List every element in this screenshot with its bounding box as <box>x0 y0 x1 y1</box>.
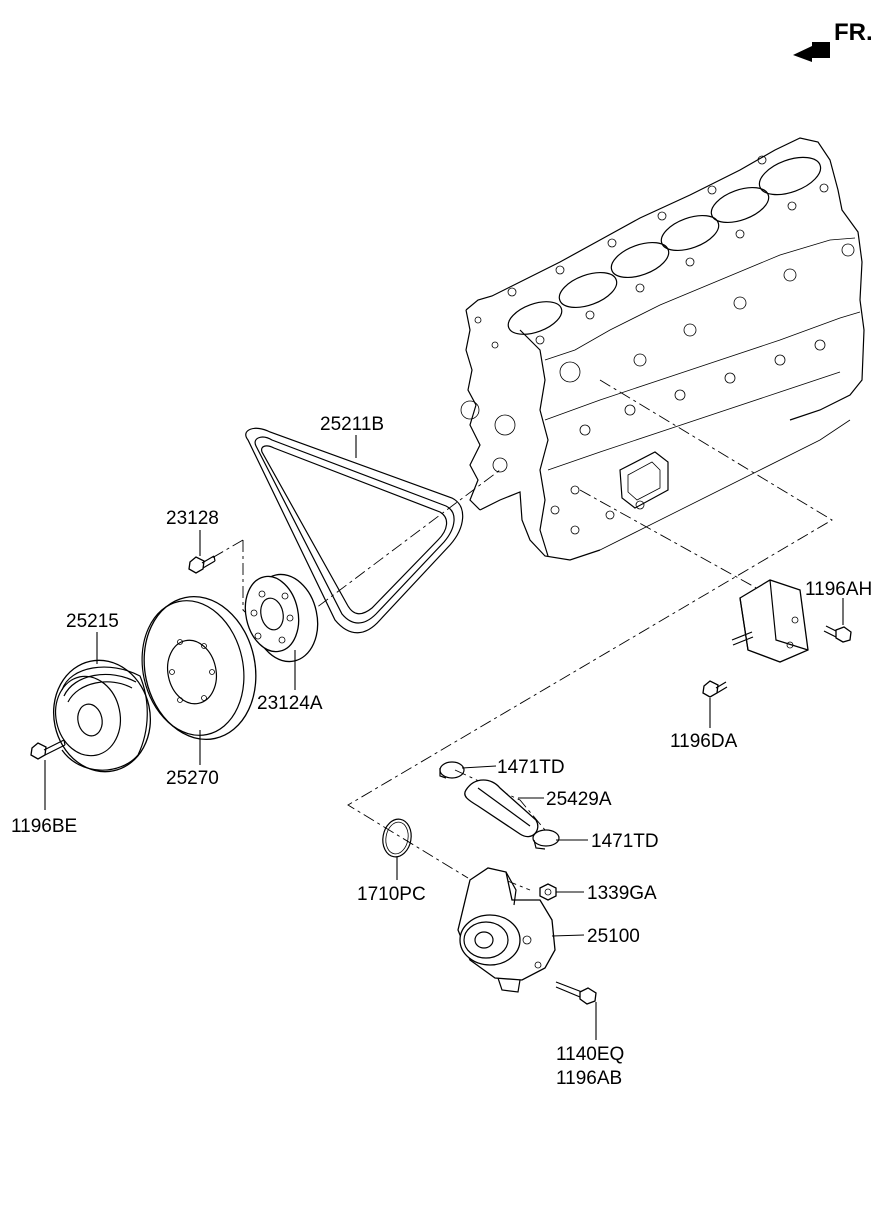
label-23124a: 23124A <box>257 693 323 714</box>
label-1196da: 1196DA <box>670 731 738 752</box>
damper-25270 <box>141 596 257 740</box>
label-23128: 23128 <box>166 508 219 529</box>
bolt-23128 <box>188 555 216 574</box>
bolt-1196be <box>30 739 66 760</box>
water-pump-25100 <box>457 867 556 993</box>
label-1196ab: 1196AB <box>556 1068 622 1089</box>
bolt-1196ah <box>823 625 852 643</box>
label-25100: 25100 <box>587 926 640 947</box>
label-25211b: 25211B <box>320 414 384 435</box>
label-25429a: 25429A <box>546 789 612 810</box>
label-1471td-lower: 1471TD <box>591 831 659 852</box>
front-direction-indicator: FR. <box>793 19 873 62</box>
drive-belt-25211b <box>245 427 464 634</box>
clamp-1471td-upper <box>439 761 465 779</box>
hose-25429a <box>464 779 539 838</box>
part-number-labels: 25211B 23128 25215 23124A 25270 1196BE 1… <box>11 414 872 1089</box>
label-25270: 25270 <box>166 768 219 789</box>
label-1710pc: 1710PC <box>357 884 426 905</box>
bolt-1140eq <box>555 981 597 1005</box>
front-label: FR. <box>834 19 873 46</box>
nut-1339ga <box>539 883 557 901</box>
pulley-25215 <box>52 659 152 773</box>
front-arrow-icon <box>793 42 830 62</box>
label-1196be: 1196BE <box>11 816 77 837</box>
o-ring-1710pc <box>382 818 412 858</box>
clamp-1471td-lower <box>532 829 560 850</box>
label-1471td-upper: 1471TD <box>497 757 565 778</box>
label-1140eq: 1140EQ <box>556 1044 624 1065</box>
crank-hub-23124a <box>244 573 319 663</box>
engine-block <box>460 137 865 561</box>
engine-mount-bracket <box>731 579 809 663</box>
label-1339ga: 1339GA <box>587 883 657 904</box>
label-1196ah: 1196AH <box>805 579 872 600</box>
label-25215: 25215 <box>66 611 119 632</box>
callout-lines <box>44 435 844 1040</box>
assembly-leader-lines <box>211 379 833 891</box>
bolt-1196da <box>702 680 728 698</box>
